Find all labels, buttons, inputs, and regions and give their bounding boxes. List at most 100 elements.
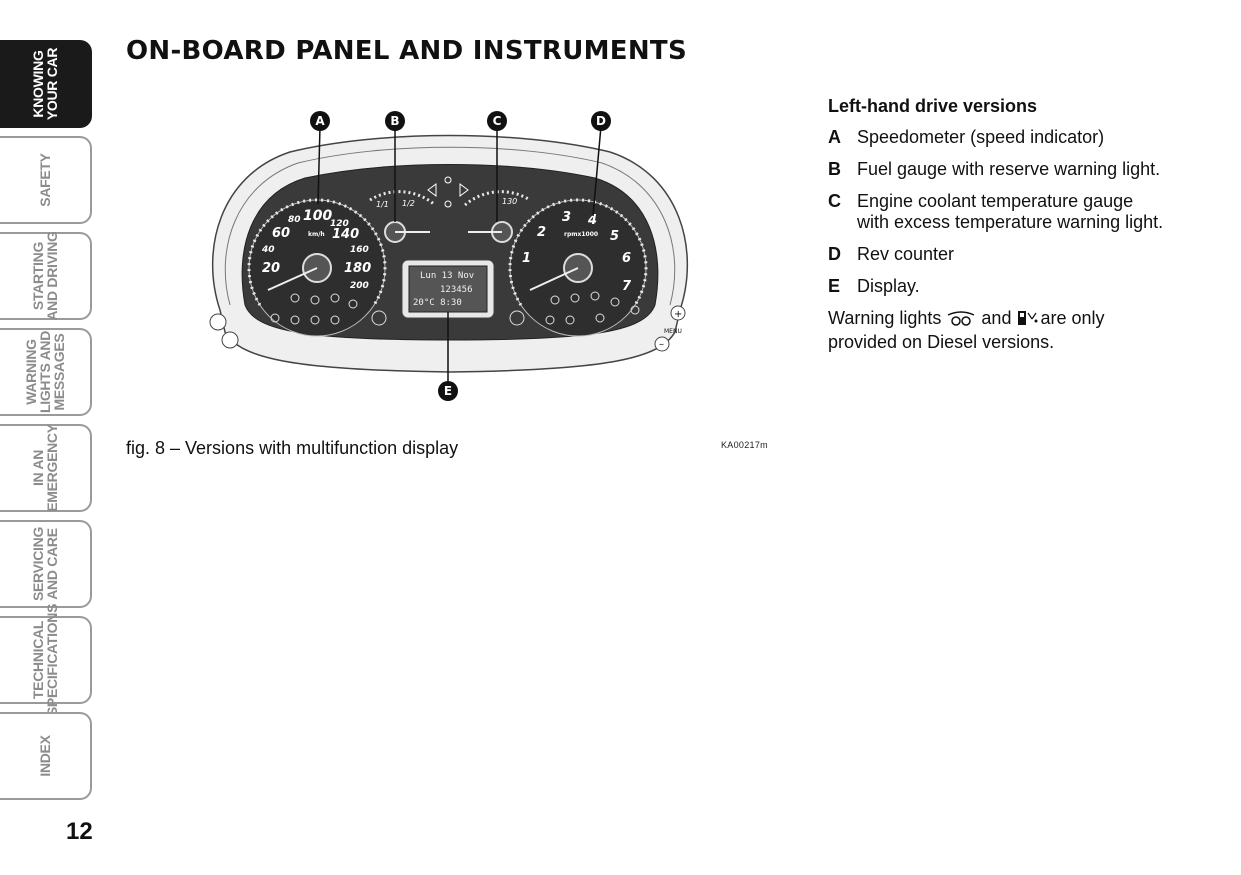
legend-item-a: A Speedometer (speed indicator) <box>828 127 1168 148</box>
page-number: 12 <box>66 818 93 845</box>
left-button-upper[interactable] <box>209 313 227 331</box>
tab-in-an-emergency[interactable]: IN AN EMERGENCY <box>0 424 92 512</box>
instrument-panel-figure: 20 40 60 80 100 120 140 160 180 200 km/h… <box>190 100 710 410</box>
rev-tick: 3 <box>562 210 571 225</box>
tab-safety[interactable]: SAFETY <box>0 136 92 224</box>
callout-c-label: C <box>493 114 502 128</box>
rev-tick: 2 <box>537 225 546 240</box>
speedometer-needle <box>267 267 318 291</box>
tab-label: WARNING LIGHTS AND MESSAGES <box>23 330 67 414</box>
left-button-lower[interactable] <box>221 331 239 349</box>
callout-c-marker <box>487 111 507 131</box>
display-temp-time: 20°C 8:30 <box>413 298 462 308</box>
speedo-tick: 100 <box>303 208 332 224</box>
fuel-tick: 1/1 <box>376 200 389 209</box>
callout-a-marker <box>310 111 330 131</box>
legend-letter: E <box>828 276 841 296</box>
note-text-1: Warning lights <box>828 308 942 328</box>
tab-label: KNOWING YOUR CAR <box>30 47 60 121</box>
tab-label: SAFETY <box>37 153 53 207</box>
rev-tick: 1 <box>522 251 531 266</box>
turn-left-indicator-icon <box>427 183 437 197</box>
diesel-note: Warning lights and are only provided on … <box>828 308 1168 353</box>
speedo-tick: 200 <box>350 281 369 291</box>
legend-text: Rev counter <box>857 244 955 264</box>
callout-a-label: A <box>315 114 325 128</box>
tab-label: TECHNICAL SPECIFICATIONS <box>30 603 60 717</box>
speedo-tick: 160 <box>350 245 369 255</box>
tab-index[interactable]: INDEX <box>0 712 92 800</box>
note-text-2: are only provided on Diesel versions. <box>828 308 1105 352</box>
legend-item-d: D Rev counter <box>828 244 1168 265</box>
tab-label: SERVICING AND CARE <box>30 526 60 602</box>
legend-item-b: B Fuel gauge with reserve warning light. <box>828 159 1168 180</box>
svg-text:+: + <box>674 309 682 320</box>
fog-light-indicator-icon <box>444 200 452 208</box>
fuel-tick: 1/2 <box>402 199 415 208</box>
rev-tick: 4 <box>587 213 597 228</box>
minus-button[interactable] <box>654 336 670 352</box>
svg-text:–: – <box>659 339 664 350</box>
page-title: ON-BOARD PANEL AND INSTRUMENTS <box>126 36 687 66</box>
rev-counter-scale <box>508 198 648 306</box>
legend-text: Speedometer (speed indicator) <box>857 127 1105 147</box>
panel-inner-rim <box>224 146 676 306</box>
legend-letter: D <box>828 244 841 264</box>
display-odometer: 123456 <box>440 285 473 295</box>
speedo-tick: 120 <box>330 219 349 229</box>
note-and: and <box>981 308 1012 328</box>
multifunction-display <box>408 265 488 313</box>
turn-right-indicator-icon <box>459 183 469 197</box>
speedo-tick: 80 <box>288 215 301 225</box>
speedo-tick: 60 <box>272 226 290 241</box>
rev-tick: 6 <box>622 251 631 266</box>
coolant-gauge-scale <box>464 190 531 207</box>
callout-d-label: D <box>596 114 606 128</box>
display-date: Lun 13 Nov <box>420 271 474 281</box>
legend-item-e: E Display. <box>828 276 1168 297</box>
speedo-tick: 140 <box>332 227 359 242</box>
rev-unit: rpmx1000 <box>564 231 598 238</box>
legend-text: Fuel gauge with reserve warning light. <box>857 159 1161 179</box>
plus-button[interactable] <box>670 305 686 321</box>
section-heading: Left-hand drive versions <box>828 96 1038 116</box>
glow-plug-icon <box>946 311 976 332</box>
callout-e-label: E <box>444 384 452 398</box>
coolant-tick: 130 <box>502 197 517 206</box>
speedo-tick: 40 <box>261 245 275 255</box>
callout-d-marker <box>591 111 611 131</box>
fuel-gauge-scale <box>369 190 436 207</box>
legend-letter: A <box>828 127 841 147</box>
callout-e-marker <box>438 381 458 401</box>
speedo-tick: 20 <box>262 261 280 276</box>
menu-label: MENU <box>664 328 682 335</box>
speedo-tick: 180 <box>344 261 371 276</box>
figure-code: KA00217m <box>721 440 768 450</box>
tab-starting-and-driving[interactable]: STARTING AND DRIVING <box>0 231 92 321</box>
legend-letter: B <box>828 159 841 179</box>
tab-label: INDEX <box>37 735 53 777</box>
callout-b-label: B <box>390 114 399 128</box>
warning-lights-cluster <box>270 291 640 326</box>
tab-knowing-your-car[interactable]: KNOWING YOUR CAR <box>0 40 92 128</box>
tab-technical-specifications[interactable]: TECHNICAL SPECIFICATIONS <box>0 604 92 716</box>
legend-text: Display. <box>857 276 920 296</box>
tab-warning-lights[interactable]: WARNING LIGHTS AND MESSAGES <box>0 328 92 416</box>
tab-label: STARTING AND DRIVING <box>30 231 60 321</box>
water-in-fuel-icon <box>1016 309 1040 332</box>
tab-label: IN AN EMERGENCY <box>30 424 60 512</box>
tab-servicing-and-care[interactable]: SERVICING AND CARE <box>0 520 92 608</box>
speedo-unit: km/h <box>308 231 325 238</box>
figure-caption: fig. 8 – Versions with multifunction dis… <box>126 438 459 458</box>
legend-letter: C <box>828 191 841 211</box>
instrument-panel-illustration: 20 40 60 80 100 120 140 160 180 200 km/h… <box>209 111 689 401</box>
callout-b-marker <box>385 111 405 131</box>
speedometer-scale <box>247 198 387 306</box>
rev-tick: 7 <box>622 279 632 294</box>
legend-item-c: C Engine coolant temperature gauge with e… <box>828 191 1168 233</box>
rev-tick: 5 <box>610 229 619 244</box>
light-indicator-icon <box>444 176 452 184</box>
legend-column: Left-hand drive versions A Speedometer (s… <box>828 96 1168 353</box>
rev-counter-needle <box>529 267 579 291</box>
legend-text: Engine coolant temperature gauge with ex… <box>857 191 1164 232</box>
